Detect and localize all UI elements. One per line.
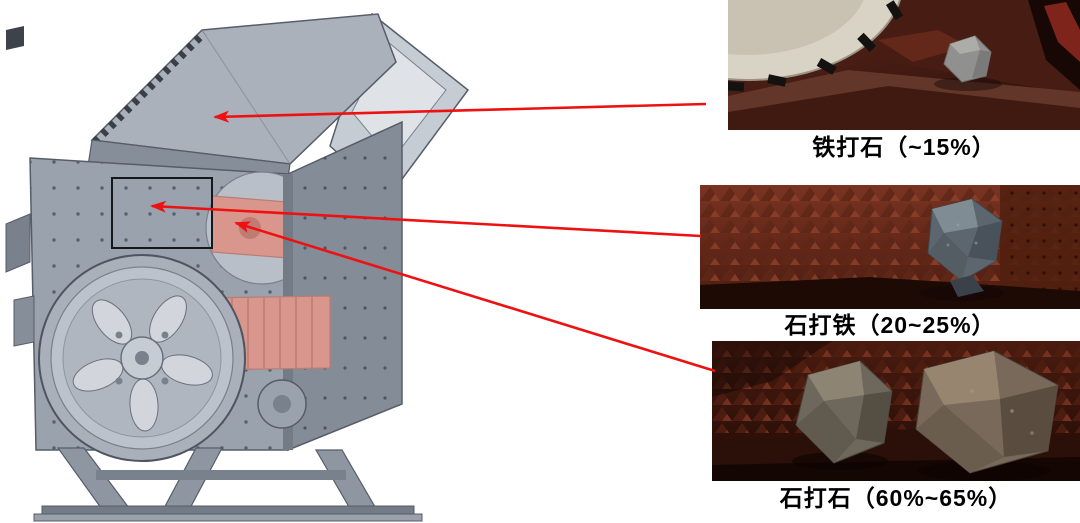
machine-bearing [257,379,307,429]
rock-2 [920,198,1004,301]
inset-image-stone-on-stone [712,341,1080,481]
impact-crusher-model [5,12,470,522]
iron-on-stone-render [728,0,1080,130]
rotor-drum [728,0,904,92]
stone-on-iron-render [700,185,1080,309]
machine-detail-part [6,26,24,50]
rock-3b [915,350,1059,481]
machine-illustration [0,0,500,523]
caption-stone-on-stone: 石打石（60%~65%） [779,485,1013,511]
hood-serrated-edge [92,30,207,145]
inset-image-iron-on-stone [728,0,1080,130]
caption-iron-on-stone: 铁打石（~15%） [812,134,996,160]
inset-image-stone-on-iron [700,185,1080,309]
machine-base-frame [33,447,423,522]
rock-3a [792,360,893,470]
caption-stone-on-iron: 石打铁（20~25%） [784,312,996,338]
machine-flywheel [38,254,246,462]
stone-on-stone-render [712,341,1080,481]
rock-1 [934,35,1002,91]
